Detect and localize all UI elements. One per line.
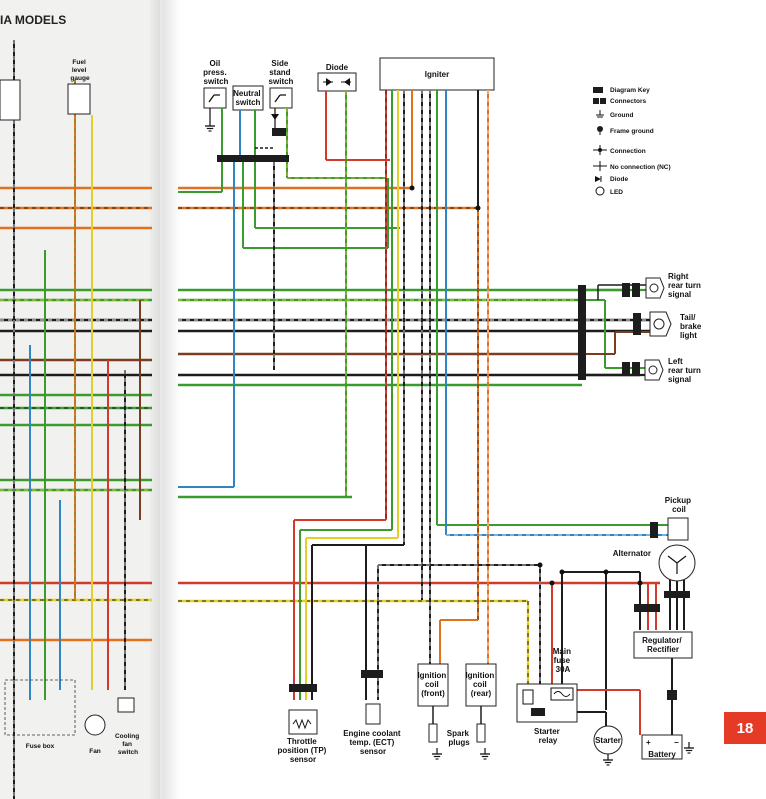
tail-brake-light-lamp [649, 311, 672, 337]
key-ground: Ground [610, 112, 633, 119]
previous-page-components: Fuel level gauge Fuse box Fan Cooling fa… [0, 59, 141, 756]
charging-wires [539, 565, 673, 735]
battery-minus-terminal: − [674, 738, 679, 747]
neutral-switch [232, 85, 264, 111]
left-rear-turn-signal-label: Left rear turn signal [668, 357, 703, 384]
battery-label: Battery [648, 750, 676, 759]
battery-plus-terminal: + [646, 738, 651, 747]
right-rear-turn-signal-lamp [645, 277, 665, 299]
ignition-coil-front-label: Ignition coil (front) [417, 671, 448, 698]
diagram-key: Diagram Key Connectors Ground Frame grou… [593, 87, 671, 196]
diagram-key-title: Diagram Key [610, 87, 650, 94]
previous-page-wires [0, 40, 152, 799]
regulator-rectifier [633, 631, 693, 659]
throttle-position-sensor-label: Throttle position (TP) sensor [277, 737, 328, 764]
key-no-connection: No connection (NC) [610, 164, 671, 171]
side-stand-switch [269, 87, 293, 109]
tail-brake-light-label: Tail/ brake light [680, 313, 704, 340]
engine-coolant-temp-sensor-label: Engine coolant temp. (ECT) sensor [343, 729, 403, 756]
key-diode: Diode [610, 176, 628, 183]
previous-page-strip [0, 0, 160, 799]
starter-label: Starter [595, 736, 621, 745]
main-fuse-label: Main fuse 30A [553, 647, 573, 674]
spark-plug-rear-icon [476, 723, 491, 760]
starter-relay [516, 683, 578, 723]
ignition-coil-rear [465, 663, 497, 707]
diode-unit [317, 72, 357, 92]
throttle-position-sensor [288, 709, 318, 735]
switch-harness-connector [217, 155, 289, 162]
key-connectors: Connectors [610, 98, 647, 105]
left-rear-turn-signal-lamp [644, 359, 664, 381]
engine-coolant-temp-sensor [365, 703, 381, 725]
key-led: LED [610, 189, 623, 196]
starter-relay-label: Starter relay [534, 727, 562, 745]
pickup-coil-label: Pickup coil [665, 496, 693, 514]
ignition-coil-front [417, 663, 449, 707]
fan-switch-label: Cooling fan switch [115, 733, 141, 756]
right-rear-turn-signal-label: Right rear turn signal [668, 272, 703, 299]
main-harness-wires [178, 186, 660, 688]
fuel-level-gauge-box [67, 83, 91, 115]
side-stand-switch-label: Side stand switch [269, 59, 294, 86]
igniter-output-wires [385, 90, 668, 664]
key-connection: Connection [610, 148, 646, 155]
previous-page-title: IA MODELS [0, 13, 66, 27]
fuel-level-gauge-label: Fuel level gauge [70, 59, 90, 82]
oil-pressure-switch-label: Oil press. switch [203, 59, 229, 86]
diode-label: Diode [326, 63, 349, 72]
oil-pressure-switch [203, 87, 227, 109]
fan-motor [84, 714, 106, 736]
regulator-rectifier-label: Regulator/ Rectifier [642, 636, 684, 654]
pickup-coil [667, 517, 689, 541]
spark-plug-front-icon [428, 723, 443, 760]
battery [641, 734, 683, 760]
fan-switch-box [117, 697, 135, 713]
rear-harness-connector [578, 285, 586, 380]
key-frame-ground: Frame ground [610, 128, 654, 135]
page-fold-shadow [150, 0, 180, 799]
page-number-tab: 18 [724, 712, 766, 744]
main-fuse [550, 687, 574, 701]
neutral-switch-label: Neutral switch [233, 89, 263, 107]
igniter-label: Igniter [425, 70, 449, 79]
ignition-coil-rear-label: Ignition coil (rear) [465, 671, 496, 698]
alternator-label: Alternator [613, 549, 651, 558]
fuse-box-label: Fuse box [26, 743, 55, 750]
fan-label: Fan [89, 748, 101, 755]
spark-plugs-label: Spark plugs [447, 729, 471, 747]
